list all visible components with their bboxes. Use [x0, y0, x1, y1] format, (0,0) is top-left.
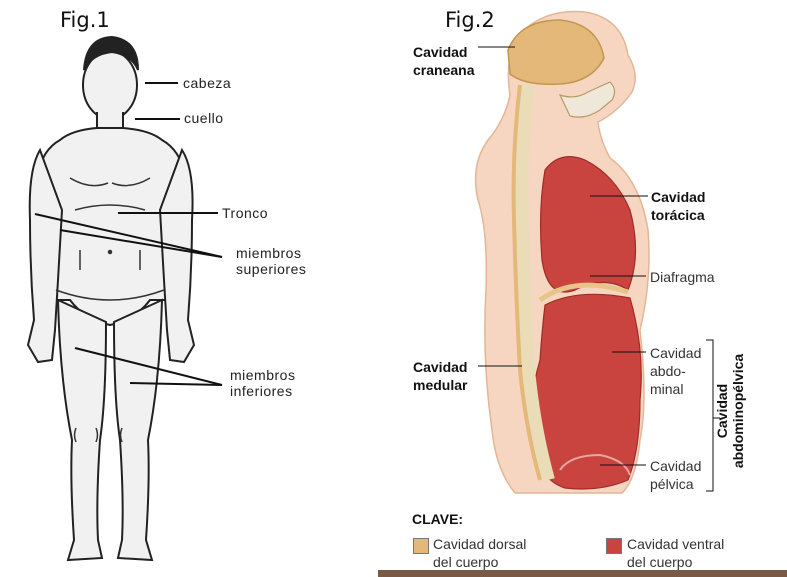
fig2-title: Fig.2 — [445, 8, 495, 32]
key-dorsal-line2: del cuerpo — [433, 553, 526, 571]
label-cavidad-medular: Cavidad medular — [413, 358, 467, 394]
label-cavidad-medular-line1: Cavidad — [413, 358, 467, 376]
fig1-title: Fig.1 — [60, 8, 110, 32]
label-miembros-superiores: miembros superiores — [236, 245, 306, 277]
key-ventral-line1: Cavidad ventral — [627, 535, 724, 553]
key-title: CLAVE: — [412, 511, 463, 527]
label-cavidad-toracica-line2: torácica — [651, 206, 705, 224]
label-cavidad-pelvica-line1: Cavidad — [650, 457, 701, 475]
label-miembros-inferiores: miembros inferiores — [230, 367, 295, 399]
label-cavidad-abdominopelvica: Cavidad abdominopélvica — [720, 336, 740, 486]
dorsal-cavity-swatch — [413, 538, 429, 554]
key-ventral-cavity: Cavidad ventral del cuerpo — [627, 535, 724, 571]
human-body-figure — [28, 37, 194, 560]
label-cavidad-craneana-line1: Cavidad — [413, 43, 474, 61]
label-miembros-superiores-line1: miembros — [236, 245, 306, 261]
label-cavidad-craneana: Cavidad craneana — [413, 43, 474, 79]
key-ventral-line2: del cuerpo — [627, 553, 724, 571]
label-cavidad-abdominopelvica-line1: Cavidad — [714, 354, 730, 468]
label-cabeza: cabeza — [183, 75, 231, 91]
bottom-image-edge — [378, 570, 787, 577]
label-cavidad-toracica-line1: Cavidad — [651, 188, 705, 206]
label-cuello: cuello — [184, 110, 224, 126]
label-cavidad-abdominal-line1: Cavidad — [650, 344, 701, 362]
label-cavidad-craneana-line2: craneana — [413, 61, 474, 79]
label-diafragma: Diafragma — [650, 268, 715, 286]
key-dorsal-line1: Cavidad dorsal — [433, 535, 526, 553]
label-miembros-inferiores-line1: miembros — [230, 367, 295, 383]
label-cavidad-abdominopelvica-line2: abdominopélvica — [730, 354, 746, 468]
label-cavidad-pelvica: Cavidad pélvica — [650, 457, 701, 493]
label-cavidad-toracica: Cavidad torácica — [651, 188, 705, 224]
key-dorsal-cavity: Cavidad dorsal del cuerpo — [433, 535, 526, 571]
label-cavidad-abdominal-line2: abdo- — [650, 362, 701, 380]
label-cavidad-pelvica-line2: pélvica — [650, 475, 701, 493]
label-cavidad-medular-line2: medular — [413, 376, 467, 394]
label-miembros-superiores-line2: superiores — [236, 261, 306, 277]
label-cavidad-abdominal: Cavidad abdo- minal — [650, 344, 701, 398]
label-cavidad-abdominal-line3: minal — [650, 380, 701, 398]
ventral-cavity-swatch — [606, 538, 622, 554]
label-tronco: Tronco — [222, 205, 268, 221]
label-miembros-inferiores-line2: inferiores — [230, 383, 295, 399]
